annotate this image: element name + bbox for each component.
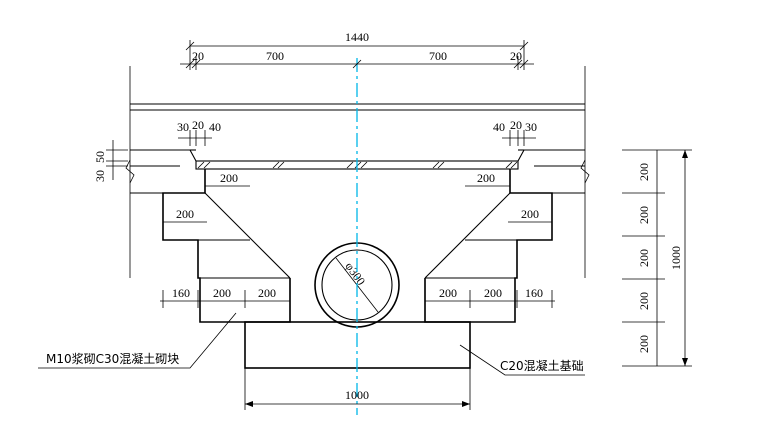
dim-left-offset-1: 30: [177, 120, 189, 134]
dim-right-step-upper: 200: [477, 171, 495, 185]
dim-right-edge: 20: [510, 49, 522, 63]
dim-right-vertical-2: 200: [637, 206, 651, 224]
step-dimensions: 200 200 200 200: [163, 171, 552, 223]
dim-right-offset-2: 20: [510, 118, 522, 132]
dim-left-edge: 20: [192, 49, 204, 63]
dim-right-vertical-1: 200: [637, 163, 651, 181]
top-dimensions: 1440 20 700 700 20: [180, 30, 534, 70]
bottom-chain-dimensions: 160 200 200 200 200 160: [160, 286, 555, 308]
dim-bottom-left-1: 160: [172, 286, 190, 300]
dim-left-half: 700: [266, 49, 284, 63]
right-vertical-dimensions: 200 200 200 200 200 1000: [622, 149, 692, 367]
dim-right-vertical-3: 200: [637, 249, 651, 267]
dim-right-vertical-4: 200: [637, 292, 651, 310]
dim-left-offset-2: 20: [192, 118, 204, 132]
dim-overall-width: 1440: [345, 30, 369, 44]
grate-hatch: [197, 161, 518, 169]
dim-bottom-right-1: 200: [439, 286, 457, 300]
dim-left-vertical-50: 50: [93, 151, 107, 163]
dim-foundation-width: 1000: [345, 388, 369, 402]
masonry-label: M10浆砌C30混凝土砌块: [46, 351, 179, 366]
left-vertical-dimensions: 50 30: [93, 140, 128, 182]
pipe-diameter-label: φ300: [342, 259, 368, 287]
dim-bottom-right-2: 200: [484, 286, 502, 300]
dim-bottom-left-2: 200: [213, 286, 231, 300]
dim-bottom-left-3: 200: [258, 286, 276, 300]
dim-right-vertical-total: 1000: [669, 246, 683, 270]
grate-offset-dimensions: 30 20 40 40 20 30: [177, 118, 537, 146]
dim-right-offset-1: 40: [493, 120, 505, 134]
dim-right-half: 700: [429, 49, 447, 63]
leader-labels: M10浆砌C30混凝土砌块 C20混凝土基础: [38, 312, 585, 376]
dim-left-step-upper: 200: [220, 171, 238, 185]
foundation-width-dimension: 1000: [244, 368, 471, 410]
dim-left-offset-3: 40: [209, 120, 221, 134]
dim-bottom-right-3: 160: [525, 286, 543, 300]
dim-left-step-lower: 200: [176, 207, 194, 221]
dim-right-step-lower: 200: [521, 207, 539, 221]
dim-right-vertical-5: 200: [637, 335, 651, 353]
dim-left-vertical-30: 30: [93, 170, 107, 182]
dim-right-offset-3: 30: [525, 120, 537, 134]
foundation-label: C20混凝土基础: [500, 358, 584, 373]
